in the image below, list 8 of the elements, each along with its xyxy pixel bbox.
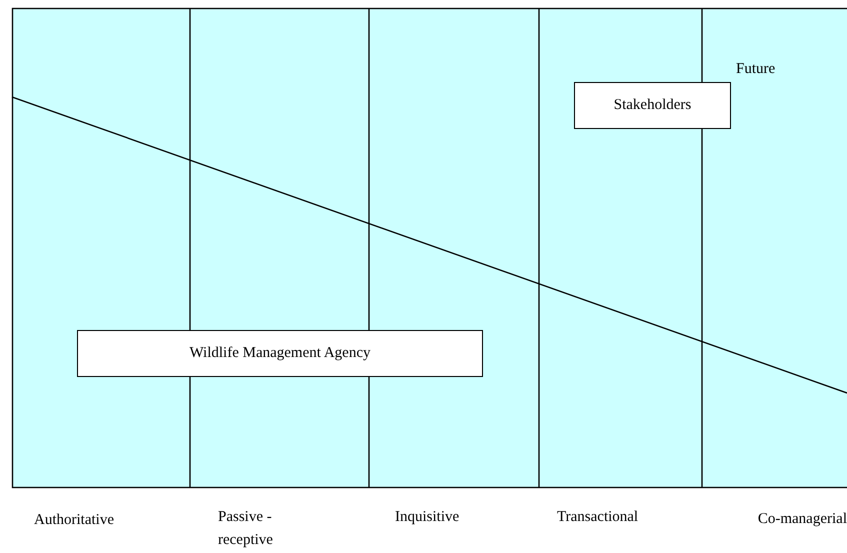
- stage-label: Inquisitive: [395, 508, 460, 527]
- stage-label: Co-managerial: [756, 510, 847, 529]
- label-box: Stakeholders: [574, 82, 731, 129]
- period-label: Future: [736, 60, 776, 79]
- label-box: Wildlife Management Agency: [77, 330, 483, 377]
- stage-label: Transactional: [557, 508, 640, 527]
- stage-label: Authoritative: [34, 511, 115, 530]
- stage-label: Passive - receptive: [218, 508, 274, 550]
